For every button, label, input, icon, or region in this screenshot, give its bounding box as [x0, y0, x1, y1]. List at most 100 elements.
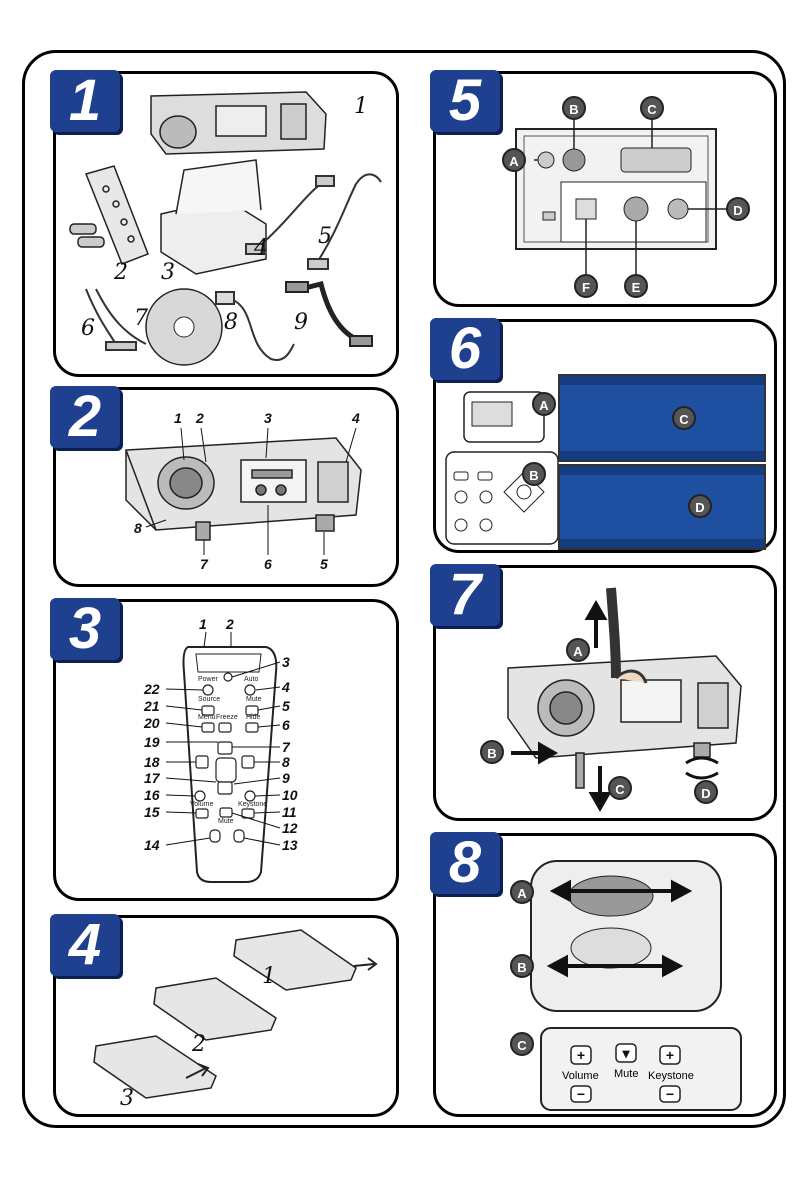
part-label-5: 5 [320, 556, 328, 572]
callout-D: D [694, 780, 718, 804]
callout-A: A [510, 880, 534, 904]
callout-E: E [624, 274, 648, 298]
callout-13: 13 [282, 837, 298, 853]
callout-11: 11 [282, 804, 297, 820]
svg-text:−: − [577, 1086, 585, 1102]
package-contents-illustration [69, 91, 382, 366]
item-label-3: 3 [161, 260, 175, 285]
callout-16: 16 [144, 787, 160, 803]
svg-text:−: − [666, 1086, 674, 1102]
panel-number-7: 7 [430, 564, 500, 626]
focus-zoom-illustration: + ▾ + − − [530, 860, 742, 1111]
item-label-9: 9 [294, 310, 308, 335]
callout-C: C [640, 96, 664, 120]
remote-drawing [84, 165, 149, 265]
callout-6: 6 [282, 717, 290, 733]
remote-power-label: Power [198, 676, 218, 683]
callout-19: 19 [144, 734, 160, 750]
item-label-7: 7 [134, 306, 148, 331]
cables-drawing [245, 173, 382, 270]
callout-C: C [510, 1032, 534, 1056]
part-label-1: 1 [174, 410, 182, 426]
callout-C: C [672, 406, 696, 430]
instruction-sheet: 1 [22, 50, 786, 1128]
svg-text:▾: ▾ [621, 1045, 630, 1061]
menu-screen-d [558, 464, 766, 550]
panel-number-1: 1 [50, 70, 120, 132]
usb-cable-drawing [285, 280, 373, 347]
step-label-3: 3 [120, 1086, 134, 1111]
callout-3: 3 [282, 654, 290, 670]
projector-front-illustration [125, 427, 362, 555]
remote-freeze-label: Freeze [216, 714, 238, 721]
callout-8: 8 [282, 754, 290, 770]
callout-D: D [688, 494, 712, 518]
callout-12: 12 [282, 820, 298, 836]
projector-drawing [150, 91, 327, 155]
callout-2: 2 [226, 616, 234, 632]
remote-keystone-label: Keystone [238, 801, 268, 808]
callout-15: 15 [144, 804, 160, 820]
step-label-2: 2 [192, 1032, 206, 1057]
callout-F: F [574, 274, 598, 298]
item-label-8: 8 [224, 310, 238, 335]
callout-4: 4 [282, 679, 290, 695]
callout-14: 14 [144, 837, 160, 853]
panel-3: 3 [50, 598, 399, 901]
callout-7: 7 [282, 739, 290, 755]
adjust-height-illustration [507, 587, 742, 813]
carrying-case-drawing [160, 159, 267, 275]
panel-number-6: 6 [430, 318, 500, 380]
panel-number-5: 5 [430, 70, 500, 132]
callout-5: 5 [282, 698, 290, 714]
callout-B: B [510, 954, 534, 978]
item-label-6: 6 [81, 316, 95, 341]
connector-panel-diagram [515, 114, 726, 274]
part-label-2: 2 [196, 410, 204, 426]
callout-D: D [726, 197, 750, 221]
callout-18: 18 [144, 754, 160, 770]
panel-8: 8 +▾+ −− Volume [430, 832, 777, 1117]
part-label-8: 8 [134, 520, 142, 536]
panel-4: 4 1 2 3 [50, 914, 399, 1117]
remote-menu-label: Menu [198, 714, 216, 721]
part-label-3: 3 [264, 410, 272, 426]
panel-5: 5 A B C D E F [430, 70, 777, 307]
callout-1: 1 [199, 616, 207, 632]
keystone-label: Keystone [648, 1070, 694, 1082]
callout-17: 17 [144, 770, 160, 786]
svg-text:+: + [577, 1047, 585, 1063]
callout-20: 20 [144, 715, 160, 731]
panel-1: 1 [50, 70, 399, 377]
panel-number-3: 3 [50, 598, 120, 660]
callout-22: 22 [144, 681, 160, 697]
batteries-drawing [69, 223, 105, 248]
callout-B: B [562, 96, 586, 120]
panel-6: 6 A B C D [430, 318, 777, 553]
callout-10: 10 [282, 787, 298, 803]
item-label-5: 5 [318, 224, 332, 249]
remote-mute-label: Mute [246, 696, 262, 703]
step-label-1: 1 [262, 964, 276, 989]
battery-install-illustration [93, 929, 378, 1099]
mute-label: Mute [614, 1068, 639, 1080]
panel-number-2: 2 [50, 386, 120, 448]
panel-number-4: 4 [50, 914, 120, 976]
item-label-4: 4 [254, 236, 268, 261]
callout-A: A [566, 638, 590, 662]
power-cord-drawing [215, 291, 295, 361]
cd-drawing [145, 288, 223, 366]
volume-label: Volume [562, 1070, 599, 1082]
callout-B: B [480, 740, 504, 764]
part-label-4: 4 [352, 410, 360, 426]
panel-7: 7 A B C D [430, 564, 777, 821]
remote-volume-label: Volume [190, 801, 214, 808]
callout-B: B [522, 462, 546, 486]
remote-auto-label: Auto [244, 676, 259, 683]
panel-2: 2 1 2 3 4 5 [50, 386, 399, 587]
part-label-7: 7 [200, 556, 208, 572]
remote-mute2-label: Mute [218, 818, 234, 825]
callout-C: C [608, 776, 632, 800]
svg-text:+: + [666, 1047, 674, 1063]
callout-A: A [502, 148, 526, 172]
